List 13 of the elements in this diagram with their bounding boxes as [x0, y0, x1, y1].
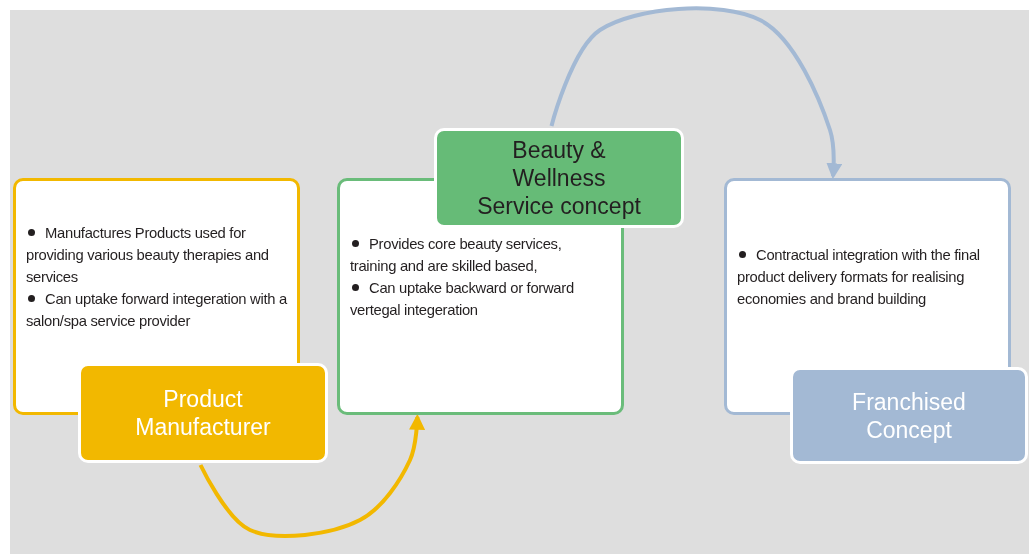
title-box — [790, 367, 1028, 464]
bullet-text: Can uptake forward integeration with a salon/spa service provider — [26, 287, 287, 332]
bullet-text: Contractual integration with the final product delivery formats for realising economies and brand building — [737, 243, 998, 310]
title-text: Beauty & Wellness Service concept — [476, 136, 642, 220]
title-text: Franchised Concept — [851, 387, 967, 444]
bullet-text: Can uptake backward or forward vertegal integeration — [350, 276, 611, 321]
curved-arrow — [198, 413, 425, 538]
title-text: Product Manufacturer — [134, 385, 272, 441]
bullet-text: Manufactures Products used for providing various beauty therapies and services — [26, 221, 287, 288]
curved-arrow — [549, 6, 843, 180]
bullet-text: Provides core beauty services, training and are skilled based, — [350, 232, 611, 277]
title-box — [434, 128, 684, 228]
title-box — [78, 363, 328, 463]
